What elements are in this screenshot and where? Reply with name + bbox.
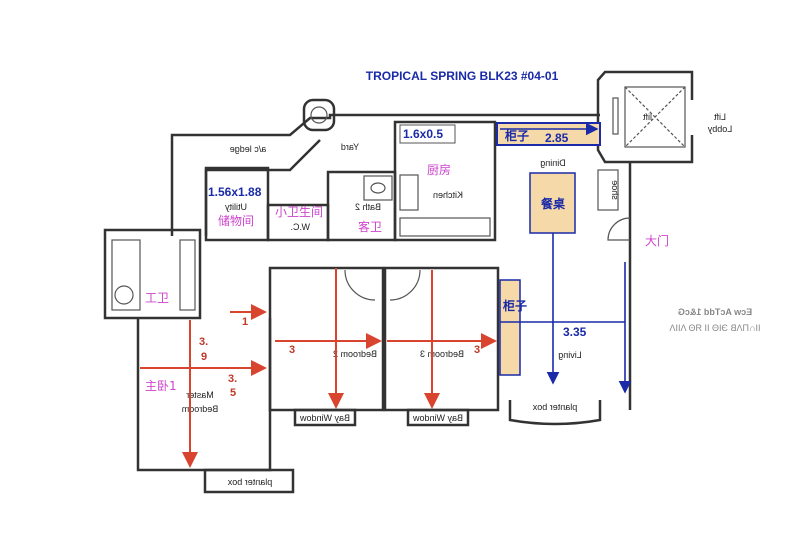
svg-text:Ecw AcTdd 1&cG: Ecw AcTdd 1&cG — [678, 307, 752, 317]
svg-text:9: 9 — [201, 351, 207, 363]
svg-text:工卫: 工卫 — [145, 291, 169, 305]
svg-text:Bedroom: Bedroom — [182, 404, 219, 414]
svg-text:planter box: planter box — [227, 477, 272, 487]
svg-text:Lobby: Lobby — [707, 124, 732, 134]
svg-text:Living: Living — [558, 350, 582, 360]
main-door-label: 大门 — [645, 233, 669, 248]
svg-text:Kitchen: Kitchen — [433, 190, 463, 200]
svg-text:lift: lift — [643, 112, 652, 122]
svg-text:餐桌: 餐桌 — [541, 196, 566, 211]
svg-text:shoe: shoe — [610, 180, 620, 200]
svg-text:Bedroom 3: Bedroom 3 — [420, 349, 464, 359]
svg-text:1: 1 — [242, 316, 248, 328]
watermark: Ecw AcTdd 1&cG ΙΙ∩ΠΛΒ ЭΙΘ ΙΙ ЯΘ ΛΙΙΛ — [670, 307, 761, 333]
svg-text:柜子: 柜子 — [502, 298, 527, 313]
kitchen: 1.6x0.5 厨房 Kitchen — [393, 120, 497, 242]
svg-text:Lift: Lift — [714, 112, 727, 122]
svg-text:主卧1: 主卧1 — [145, 379, 177, 393]
dimension-arrows: 1 3. 9 3. 5 3 3 — [140, 268, 497, 468]
svg-text:1.56x1.88: 1.56x1.88 — [208, 185, 262, 199]
svg-text:ΙΙ∩ΠΛΒ ЭΙΘ ΙΙ ЯΘ ΛΙΙΛ: ΙΙ∩ΠΛΒ ЭΙΘ ΙΙ ЯΘ ΛΙΙΛ — [670, 323, 761, 333]
svg-text:客卫: 客卫 — [358, 219, 382, 234]
service-rooms: 1.56x1.88 Utility 储物间 W.C. 小卫生间 Bath 2 客… — [204, 166, 397, 242]
svg-text:3: 3 — [289, 344, 295, 356]
svg-text:Bedroom 2: Bedroom 2 — [333, 349, 377, 359]
svg-text:3: 3 — [474, 344, 480, 356]
svg-text:3.: 3. — [199, 336, 208, 348]
lift-core: lift Lift Lobby — [596, 70, 732, 164]
plan-title: TROPICAL SPRING BLK23 #04-01 — [366, 69, 559, 83]
svg-text:planter box: planter box — [532, 402, 577, 412]
svg-text:Yard: Yard — [341, 142, 359, 152]
svg-text:a/c ledge: a/c ledge — [230, 144, 267, 154]
svg-text:Utility: Utility — [225, 202, 247, 212]
svg-text:Bay Window: Bay Window — [412, 413, 463, 423]
svg-text:Bay Window: Bay Window — [299, 413, 350, 423]
cabinet: 柜子 2.85 — [496, 122, 601, 146]
svg-text:Master: Master — [186, 390, 214, 400]
svg-text:1.6x0.5: 1.6x0.5 — [403, 127, 443, 141]
dining-table — [529, 172, 576, 234]
svg-text:小卫生间: 小卫生间 — [275, 205, 323, 219]
living: 柜子 planter box Living 3.35 — [499, 233, 632, 426]
svg-text:3.35: 3.35 — [563, 325, 587, 339]
svg-text:柜子: 柜子 — [504, 128, 529, 143]
svg-text:储物间: 储物间 — [218, 213, 254, 228]
svg-text:厨房: 厨房 — [427, 162, 451, 177]
svg-text:Bath 2: Bath 2 — [355, 202, 381, 212]
bedrooms: Bay Window Bay Window Bedroom 2 Bedroom … — [268, 266, 500, 427]
svg-text:5: 5 — [230, 387, 236, 399]
svg-text:2.85: 2.85 — [545, 131, 569, 145]
svg-text:W.C.: W.C. — [291, 222, 311, 232]
bath-1: 工卫 — [103, 228, 202, 320]
svg-text:3.: 3. — [228, 373, 237, 385]
svg-text:Dining: Dining — [540, 158, 566, 168]
octagon-column — [302, 98, 336, 132]
dining: Dining 餐桌 shoe 大门 — [529, 158, 669, 410]
